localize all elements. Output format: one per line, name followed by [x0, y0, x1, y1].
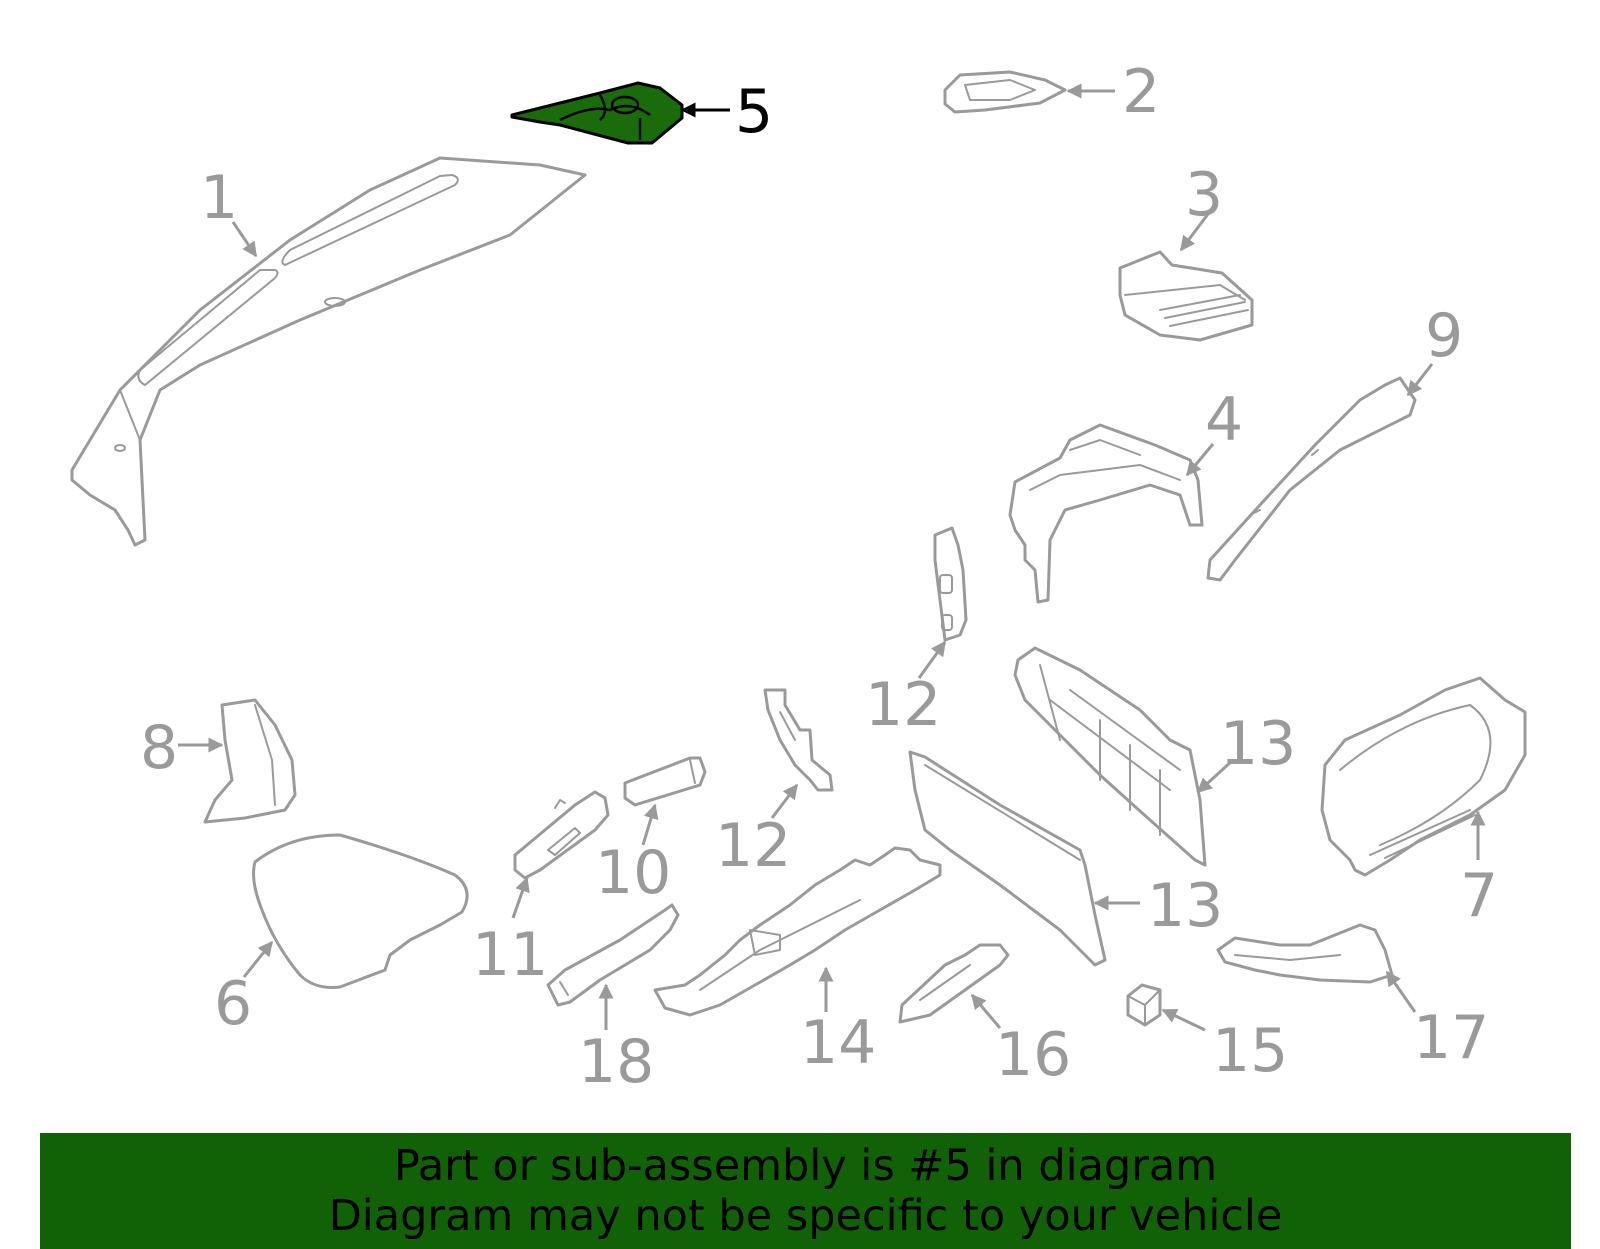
callout-18[interactable]: 18 [578, 1027, 654, 1097]
callout-11[interactable]: 11 [472, 920, 548, 990]
part-9-pillar-trim [1206, 376, 1417, 582]
part-8-side-cover [203, 698, 297, 824]
callout-6[interactable]: 6 [214, 969, 252, 1039]
callout-9[interactable]: 9 [1425, 301, 1463, 371]
callout-16[interactable]: 16 [995, 1020, 1071, 1090]
callout-labels: 1 2 3 4 5 6 7 8 9 10 11 12 12 13 13 14 1… [140, 57, 1498, 1097]
part-17-duct [1216, 923, 1394, 984]
part-3-air-vent [1118, 250, 1254, 342]
banner-line-disclaimer: Diagram may not be specific to your vehi… [328, 1191, 1283, 1241]
part-13-upper-glovebox [1013, 646, 1207, 867]
part-10-switch [623, 756, 707, 807]
callout-1[interactable]: 1 [200, 163, 238, 233]
part-5-highlighted[interactable] [510, 81, 684, 145]
callout-14[interactable]: 14 [800, 1008, 876, 1078]
part-13-lower-glovebox-lid [908, 750, 1107, 967]
part-15-clip [1126, 983, 1162, 1027]
banner-line-part-number: Part or sub-assembly is #5 in diagram [393, 1141, 1218, 1191]
callout-10[interactable]: 10 [595, 838, 671, 908]
part-1-dashboard-trim [70, 156, 587, 547]
info-banner: Part or sub-assembly is #5 in diagram Di… [40, 1133, 1571, 1249]
part-18-strip [546, 903, 680, 1007]
callout-13-upper[interactable]: 13 [1220, 709, 1296, 779]
part-11-switch-panel [513, 790, 610, 880]
callout-4[interactable]: 4 [1205, 385, 1243, 455]
part-6-knee-pad [252, 833, 469, 989]
callout-13-lower[interactable]: 13 [1147, 871, 1223, 941]
callout-8[interactable]: 8 [140, 713, 178, 783]
callout-5[interactable]: 5 [735, 77, 773, 147]
callout-15[interactable]: 15 [1212, 1016, 1288, 1086]
part-7-cluster-housing [1320, 676, 1527, 877]
callout-12-upper[interactable]: 12 [865, 670, 941, 740]
callout-2[interactable]: 2 [1122, 57, 1160, 127]
part-12-upper-bracket [933, 526, 968, 642]
callout-3[interactable]: 3 [1185, 160, 1223, 230]
callout-17[interactable]: 17 [1413, 1003, 1489, 1073]
part-2 [943, 70, 1067, 114]
callout-12-lower[interactable]: 12 [715, 811, 791, 881]
part-4-bracket [1008, 423, 1204, 604]
callout-leaders [178, 83, 1486, 1032]
part-12-lower-bracket [763, 688, 834, 792]
part-16-bracket [898, 943, 1010, 1024]
part-14-lower-panel [653, 846, 942, 1017]
callout-7[interactable]: 7 [1460, 861, 1498, 931]
